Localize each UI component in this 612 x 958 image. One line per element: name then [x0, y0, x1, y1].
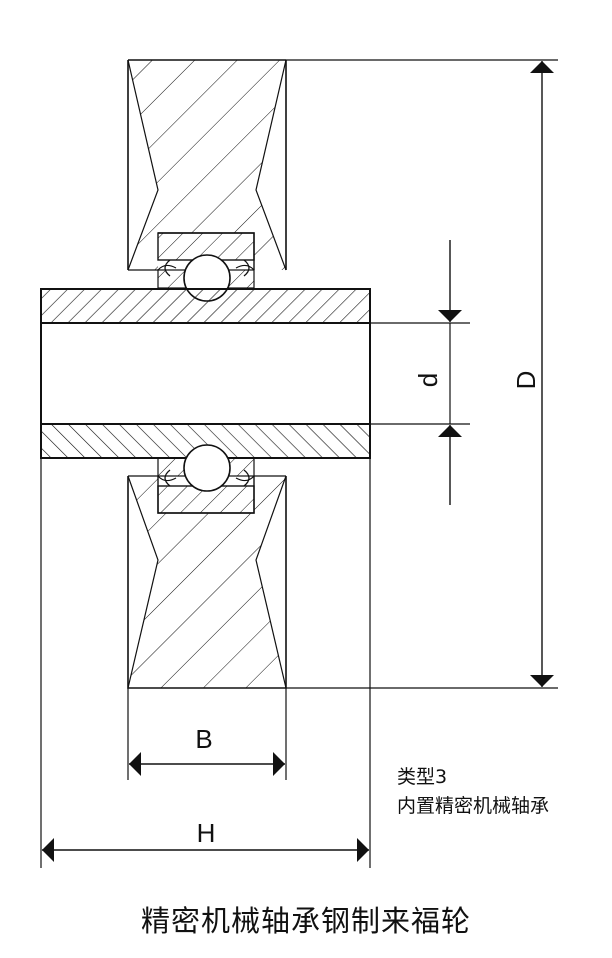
axle-bore: [40, 322, 371, 425]
dimension-d-label: d: [413, 373, 443, 387]
dimension-B: B: [127, 688, 287, 780]
dimension-H: H: [40, 458, 371, 868]
lower-bearing: [157, 444, 255, 514]
type-description: 内置精密机械轴承: [397, 795, 550, 817]
dimension-d: d: [370, 240, 470, 505]
type-label: 类型3: [397, 766, 448, 788]
lower-wheel-section: [127, 475, 287, 689]
type-note: 类型3 内置精密机械轴承: [397, 763, 549, 821]
drawing-caption: 精密机械轴承钢制来福轮: [140, 904, 471, 938]
axle-sleeve: [40, 288, 371, 459]
dimension-H-label: H: [197, 818, 216, 848]
upper-wheel-body: [128, 60, 286, 270]
upper-wheel-section: [127, 59, 287, 271]
bearing-ball-lower: [183, 444, 231, 492]
upper-bearing: [157, 232, 255, 302]
dimension-D: D: [286, 59, 558, 689]
dimension-B-label: B: [195, 724, 212, 754]
axle-upper-wall: [40, 288, 371, 324]
dimension-D-label: D: [511, 371, 541, 390]
